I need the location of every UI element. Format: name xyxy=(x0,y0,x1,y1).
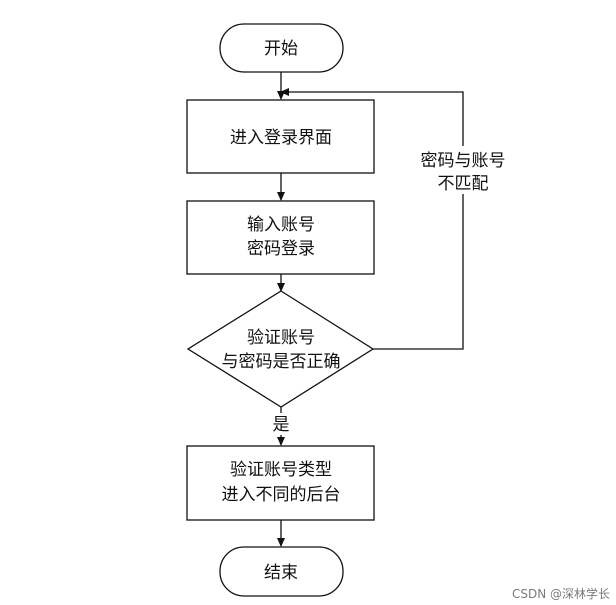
end-node xyxy=(219,546,344,597)
start-node xyxy=(219,23,344,73)
input-label-line1: 输入账号 xyxy=(247,215,315,235)
route-label-line1: 验证账号类型 xyxy=(230,460,332,480)
verify-label-line1: 验证账号 xyxy=(247,328,315,348)
verify-decision-node xyxy=(186,290,375,408)
edge-mismatch-loop xyxy=(280,88,464,350)
input-label-line2: 密码登录 xyxy=(247,239,315,259)
yes-label: 是 xyxy=(273,415,290,435)
mismatch-label-backing xyxy=(414,146,512,194)
route-label-line2: 进入不同的后台 xyxy=(222,485,341,505)
mismatch-label-line2: 不匹配 xyxy=(438,174,489,194)
start-label: 开始 xyxy=(264,39,298,59)
verify-label-line2: 与密码是否正确 xyxy=(222,352,341,372)
input-credentials-node xyxy=(186,200,375,275)
login-page-label: 进入登录界面 xyxy=(230,128,332,148)
end-label: 结束 xyxy=(264,563,298,583)
yes-label-backing xyxy=(270,413,292,435)
mismatch-label-line1: 密码与账号 xyxy=(421,151,506,171)
login-page-node xyxy=(186,99,375,174)
route-backend-node xyxy=(186,445,375,521)
watermark: CSDN @深林学长 xyxy=(512,586,610,601)
